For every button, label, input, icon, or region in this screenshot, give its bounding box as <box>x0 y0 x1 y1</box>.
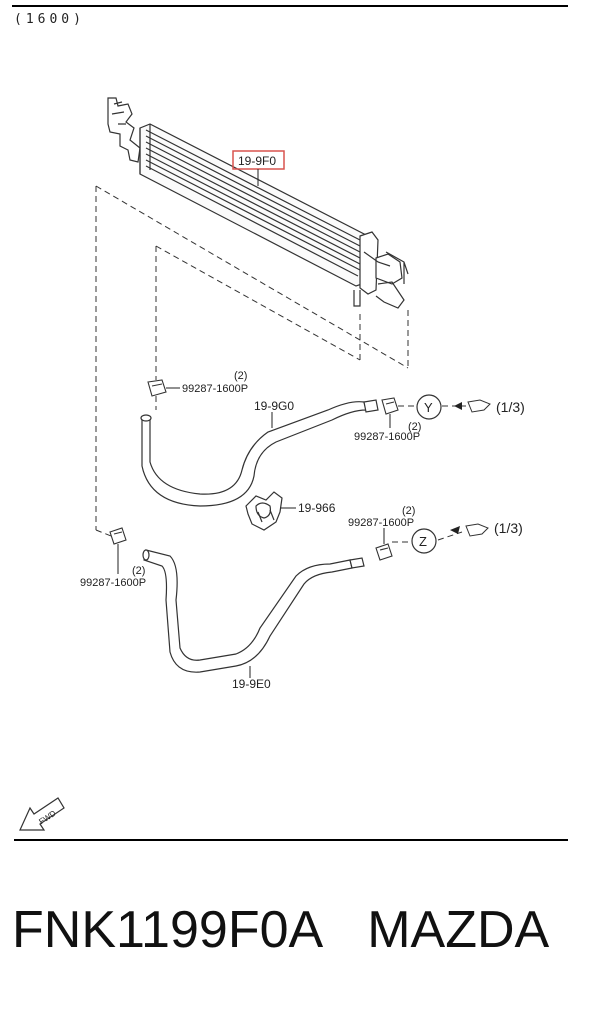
cooler-callout[interactable]: 19-9F0 <box>232 150 285 186</box>
footer: FNK1199F0A MAZDA <box>12 895 592 965</box>
clamp-upper-right[interactable] <box>381 397 399 415</box>
top-rule <box>12 5 568 7</box>
reference-z-hose-icon <box>465 523 489 537</box>
clamp-lower-right-qty: (2) <box>402 505 415 517</box>
reference-y[interactable]: Y (1/3) <box>416 394 525 420</box>
forward-direction-arrow-icon: FWD <box>19 797 65 831</box>
lower-hose-label: 19-9E0 <box>232 677 271 691</box>
reference-y-arrow-icon <box>454 402 462 410</box>
reference-z-letter: Z <box>419 534 427 549</box>
bracket-label: 19-966 <box>298 501 336 515</box>
reference-z-page: (1/3) <box>494 520 523 536</box>
exploded-parts-diagram: 19-9F0 19-9G0 (2) 99287-1600P 99287-1600… <box>19 97 525 831</box>
clamp-upper-left[interactable] <box>147 379 167 397</box>
clamp-upper-left-part-number: 99287-1600P <box>182 383 248 395</box>
clamp-lower-left[interactable] <box>109 527 127 545</box>
bottom-rule <box>14 839 568 841</box>
upper-hose-label: 19-9G0 <box>254 399 294 413</box>
reference-z-arrow-icon <box>450 526 460 534</box>
clamp-lower-right[interactable] <box>375 543 393 561</box>
reference-z[interactable]: Z (1/3) <box>411 520 523 554</box>
footer-part-code: FNK1199F0A <box>12 901 324 959</box>
clamp-upper-left-qty: (2) <box>234 370 247 382</box>
footer-brand: MAZDA <box>367 901 550 959</box>
section-code: (1600) <box>14 12 85 27</box>
oil-cooler[interactable] <box>107 97 409 309</box>
cooler-part-label: 19-9F0 <box>238 154 276 168</box>
lower-hose[interactable] <box>142 549 365 673</box>
reference-y-hose-icon <box>467 399 491 413</box>
reference-y-circle <box>416 394 442 420</box>
reference-y-letter: Y <box>424 400 433 415</box>
reference-z-circle <box>411 528 437 554</box>
hose-bracket[interactable] <box>245 491 283 531</box>
clamp-lower-left-qty: (2) <box>132 565 145 577</box>
upper-hose[interactable] <box>140 399 379 507</box>
clamp-lower-left-part-number: 99287-1600P <box>80 577 146 589</box>
clamp-lower-right-part-number: 99287-1600P <box>348 517 414 529</box>
reference-y-page: (1/3) <box>496 399 525 415</box>
clamp-upper-right-part-number: 99287-1600P <box>354 431 420 443</box>
clamp-upper-right-qty: (2) <box>408 421 421 433</box>
